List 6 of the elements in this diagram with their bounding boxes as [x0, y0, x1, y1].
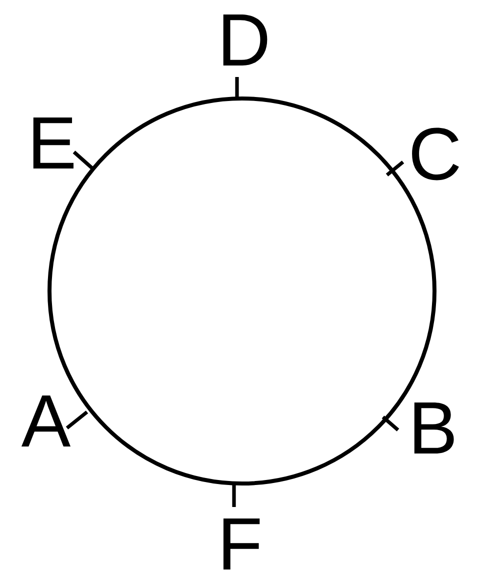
point-label: C [412, 128, 459, 180]
point-label: F [223, 518, 260, 570]
point-label: E [33, 118, 74, 168]
point-label: A [21, 396, 71, 446]
point-label: B [414, 402, 454, 454]
point-label: D [223, 14, 268, 66]
